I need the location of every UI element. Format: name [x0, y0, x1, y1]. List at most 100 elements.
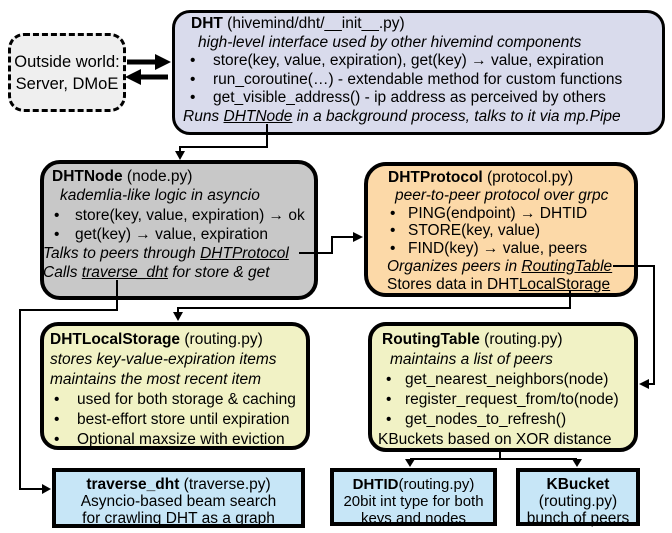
dhtlocalstorage-bullet-1: • used for both storage & caching	[50, 390, 306, 410]
dhtid-class-name: DHTID	[352, 476, 399, 493]
dhtprotocol-bullet-2-text: STORE(key, value)	[408, 222, 541, 240]
dhtprotocol-file-name: (protocol.py)	[482, 169, 574, 186]
dhtlocalstorage-bullet-2: •best-effort store until expiration	[50, 410, 306, 430]
routingtable-bullet-3-text: get_nodes_to_refresh()	[405, 411, 567, 428]
arrowhead-to-kbucket	[572, 459, 582, 467]
dht-class-name: DHT	[191, 15, 223, 32]
traverse-dht-func-name: traverse_dht	[86, 476, 180, 493]
dht-bullet-3: • get_visible_address() - ip address as p…	[190, 89, 662, 108]
dhtprotocol-footer1-prefix: Organizes peers in	[387, 257, 522, 275]
dht-file-name: (hivemind/dht/__init__.py)	[222, 15, 405, 32]
traverse-dht-line1: Asyncio-based beam search	[80, 493, 277, 510]
bullet-icon: •	[390, 222, 396, 240]
dhtnode-footer2-prefix: Calls	[43, 264, 82, 282]
dhtnode-footer-2: Calls traverse_dht for store & get	[43, 263, 314, 282]
bullet-icon: •	[54, 206, 60, 224]
dht-footer: Runs DHTNode in a background process, ta…	[183, 108, 662, 127]
kbucket-line2: bunch of peers	[526, 510, 630, 527]
dhtid-line2: keys and nodes	[360, 510, 467, 527]
routingtable-bullet-1: • get_nearest_neighbors(node)	[382, 370, 634, 390]
dhtprotocol-bullet-3: • FIND(key) → value, peers	[390, 240, 634, 258]
dhtprotocol-localstorage-ref: LocalStorage	[518, 275, 611, 293]
arrow-dht-to-outside	[125, 69, 168, 85]
dhtid-title: DHTID(routing.py)	[334, 476, 493, 493]
bullet-icon: •	[54, 431, 60, 448]
dhtprotocol-bullet-1: • PING(endpoint) → DHTID	[390, 205, 634, 223]
traverse-dht-line2: for crawling DHT as a graph	[82, 510, 275, 527]
bullet-icon: •	[386, 411, 392, 428]
dhtprotocol-title: DHTProtocol (protocol.py)	[388, 169, 634, 187]
dhtlocalstorage-class-name: DHTLocalStorage	[50, 331, 181, 348]
bullet-icon: •	[390, 204, 396, 222]
dht-bullet-3-text: get_visible_address() - ip address as pe…	[213, 89, 606, 107]
dhtlocalstorage-subtitle-2: maintains the most recent item	[50, 371, 262, 388]
dht-bullet-1-text: store(key, value, expiration), get(key) …	[213, 52, 604, 70]
routingtable-bullet-1-text: get_nearest_neighbors(node)	[405, 371, 609, 388]
outside-world-box: Outside world: Server, DMoE	[8, 33, 126, 112]
dhtlocalstorage-bullet-3-text: Optional maxsize with eviction	[77, 431, 285, 448]
dhtprotocol-bullet-2: • STORE(key, value)	[390, 222, 634, 240]
dhtprotocol-bullet-1-text: PING(endpoint) → DHTID	[408, 204, 588, 222]
dhtlocalstorage-bullet-3: • Optional maxsize with eviction	[50, 430, 306, 450]
routingtable-title: RoutingTable (routing.py)	[382, 330, 634, 350]
routingtable-class-name: RoutingTable	[382, 331, 480, 348]
arrow-outside-to-dht	[127, 54, 171, 70]
bullet-icon: •	[190, 52, 196, 70]
dhtnode-dhtprotocol-ref: DHTProtocol	[200, 245, 289, 263]
dhtprotocol-box: DHTProtocol (protocol.py) peer-to-peer p…	[364, 162, 638, 297]
dhtid-line1: 20bit int type for both	[343, 493, 484, 510]
dhtnode-box: DHTNode (node.py) kademlia-like logic in…	[40, 160, 318, 300]
kbucket-box: KBucket (routing.py) bunch of peers	[516, 468, 640, 527]
bullet-icon: •	[386, 371, 392, 388]
dht-bullet-2-text: run_coroutine(…) - extendable method for…	[213, 70, 623, 88]
dhtprotocol-bullet-3-text: FIND(key) → value, peers	[408, 240, 588, 258]
bullet-icon: •	[386, 391, 392, 408]
routingtable-file-name: (routing.py)	[479, 331, 563, 348]
outside-world-line2: Server, DMoE	[15, 75, 119, 93]
dhtnode-bullet-2-text: get(key) → value, expiration	[75, 225, 268, 243]
dht-bullet-2: • run_coroutine(…) - extendable method fo…	[190, 71, 662, 90]
dhtlocalstorage-subtitle-1: stores key-value-expiration items	[50, 351, 277, 368]
dhtprotocol-class-name: DHTProtocol	[388, 169, 483, 186]
dhtlocalstorage-file-name: (routing.py)	[180, 331, 263, 348]
bullet-icon: •	[190, 89, 196, 107]
bullet-icon: •	[390, 240, 396, 258]
routingtable-bullet-2: •register_request_from/to(node)	[382, 390, 634, 410]
dhtid-box: DHTID(routing.py) 20bit int type for bot…	[330, 468, 497, 527]
dhtnode-footer2-suffix: for store & get	[167, 264, 270, 282]
dhtprotocol-routingtable-ref: RoutingTable	[521, 257, 613, 275]
dht-title: DHT (hivemind/dht/__init__.py)	[191, 15, 662, 34]
routingtable-footer: KBuckets based on XOR distance	[378, 431, 612, 448]
dhtprotocol-subtitle: peer-to-peer protocol over grpc	[395, 186, 609, 204]
kbucket-title: KBucket	[546, 476, 610, 493]
arrowhead-to-dhtid	[405, 459, 415, 467]
dht-bullet-1: • store(key, value, expiration), get(key)…	[190, 52, 662, 71]
dht-box: DHT (hivemind/dht/__init__.py) high-leve…	[172, 10, 665, 135]
dhtnode-traverse-ref: traverse_dht	[81, 264, 168, 282]
dhtprotocol-footer-1: Organizes peers in RoutingTable	[387, 258, 634, 276]
dht-footer-suffix: in a background process, talks to it via…	[292, 107, 621, 125]
dhtnode-file-name: (node.py)	[122, 168, 193, 185]
dht-subtitle: high-level interface used by other hivem…	[198, 33, 582, 51]
traverse-dht-box: traverse_dht (traverse.py) Asyncio-based…	[52, 468, 305, 528]
dhtprotocol-footer-2: Stores data in DHTLocalStorage	[387, 276, 634, 294]
dhtprotocol-footer2-prefix: Stores data in DHT	[387, 275, 519, 293]
bullet-icon: •	[54, 225, 60, 243]
routingtable-subtitle: maintains a list of peers	[390, 351, 553, 368]
arrow-routingtable-to-children	[405, 450, 582, 467]
outside-world-line1: Outside world:	[14, 53, 120, 71]
dhtnode-bullet-2: • get(key) → value, expiration	[52, 225, 314, 244]
dhtid-file-name: (routing.py)	[398, 476, 475, 493]
traverse-dht-file-name: (traverse.py)	[179, 476, 271, 493]
dhtnode-title: DHTNode (node.py)	[52, 167, 314, 186]
bullet-icon: •	[190, 70, 196, 88]
dhtnode-footer1-prefix: Talks to peers through	[43, 245, 201, 263]
dhtlocalstorage-bullet-1-text: used for both storage & caching	[77, 391, 296, 408]
dhtnode-class-name: DHTNode	[52, 168, 123, 185]
traverse-dht-title: traverse_dht (traverse.py)	[56, 476, 301, 493]
dhtlocalstorage-title: DHTLocalStorage (routing.py)	[50, 330, 306, 350]
kbucket-line1: (routing.py)	[538, 493, 618, 510]
dht-footer-prefix: Runs	[183, 107, 224, 125]
bullet-icon: •	[54, 391, 60, 408]
